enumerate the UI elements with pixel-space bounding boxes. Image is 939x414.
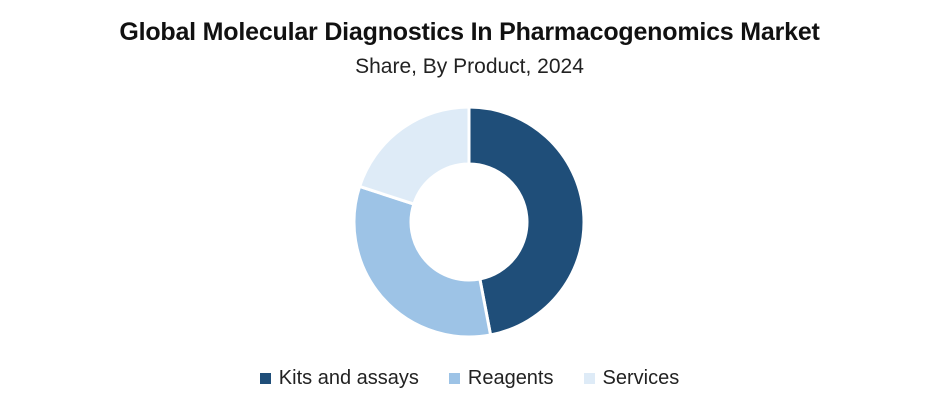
legend-item-reagents: Reagents (448, 367, 554, 390)
slice-reagents (352, 184, 493, 339)
legend-swatch-kits-and-assays (259, 373, 271, 384)
legend-item-services: Services (583, 367, 680, 390)
chart-title: Global Molecular Diagnostics In Pharmaco… (119, 18, 820, 46)
legend-label-reagents: Reagents (467, 367, 554, 389)
legend-label-services: Services (602, 367, 680, 389)
legend-swatch-reagents (448, 373, 460, 384)
slice-kits-and-assays (467, 105, 586, 337)
slice-services (357, 105, 471, 206)
legend: Kits and assays Reagents Services (0, 367, 939, 390)
legend-swatch-services (583, 373, 595, 384)
legend-label-kits-and-assays: Kits and assays (278, 367, 419, 389)
legend-item-kits-and-assays: Kits and assays (259, 367, 419, 390)
chart-subtitle: Share, By Product, 2024 (355, 55, 584, 78)
